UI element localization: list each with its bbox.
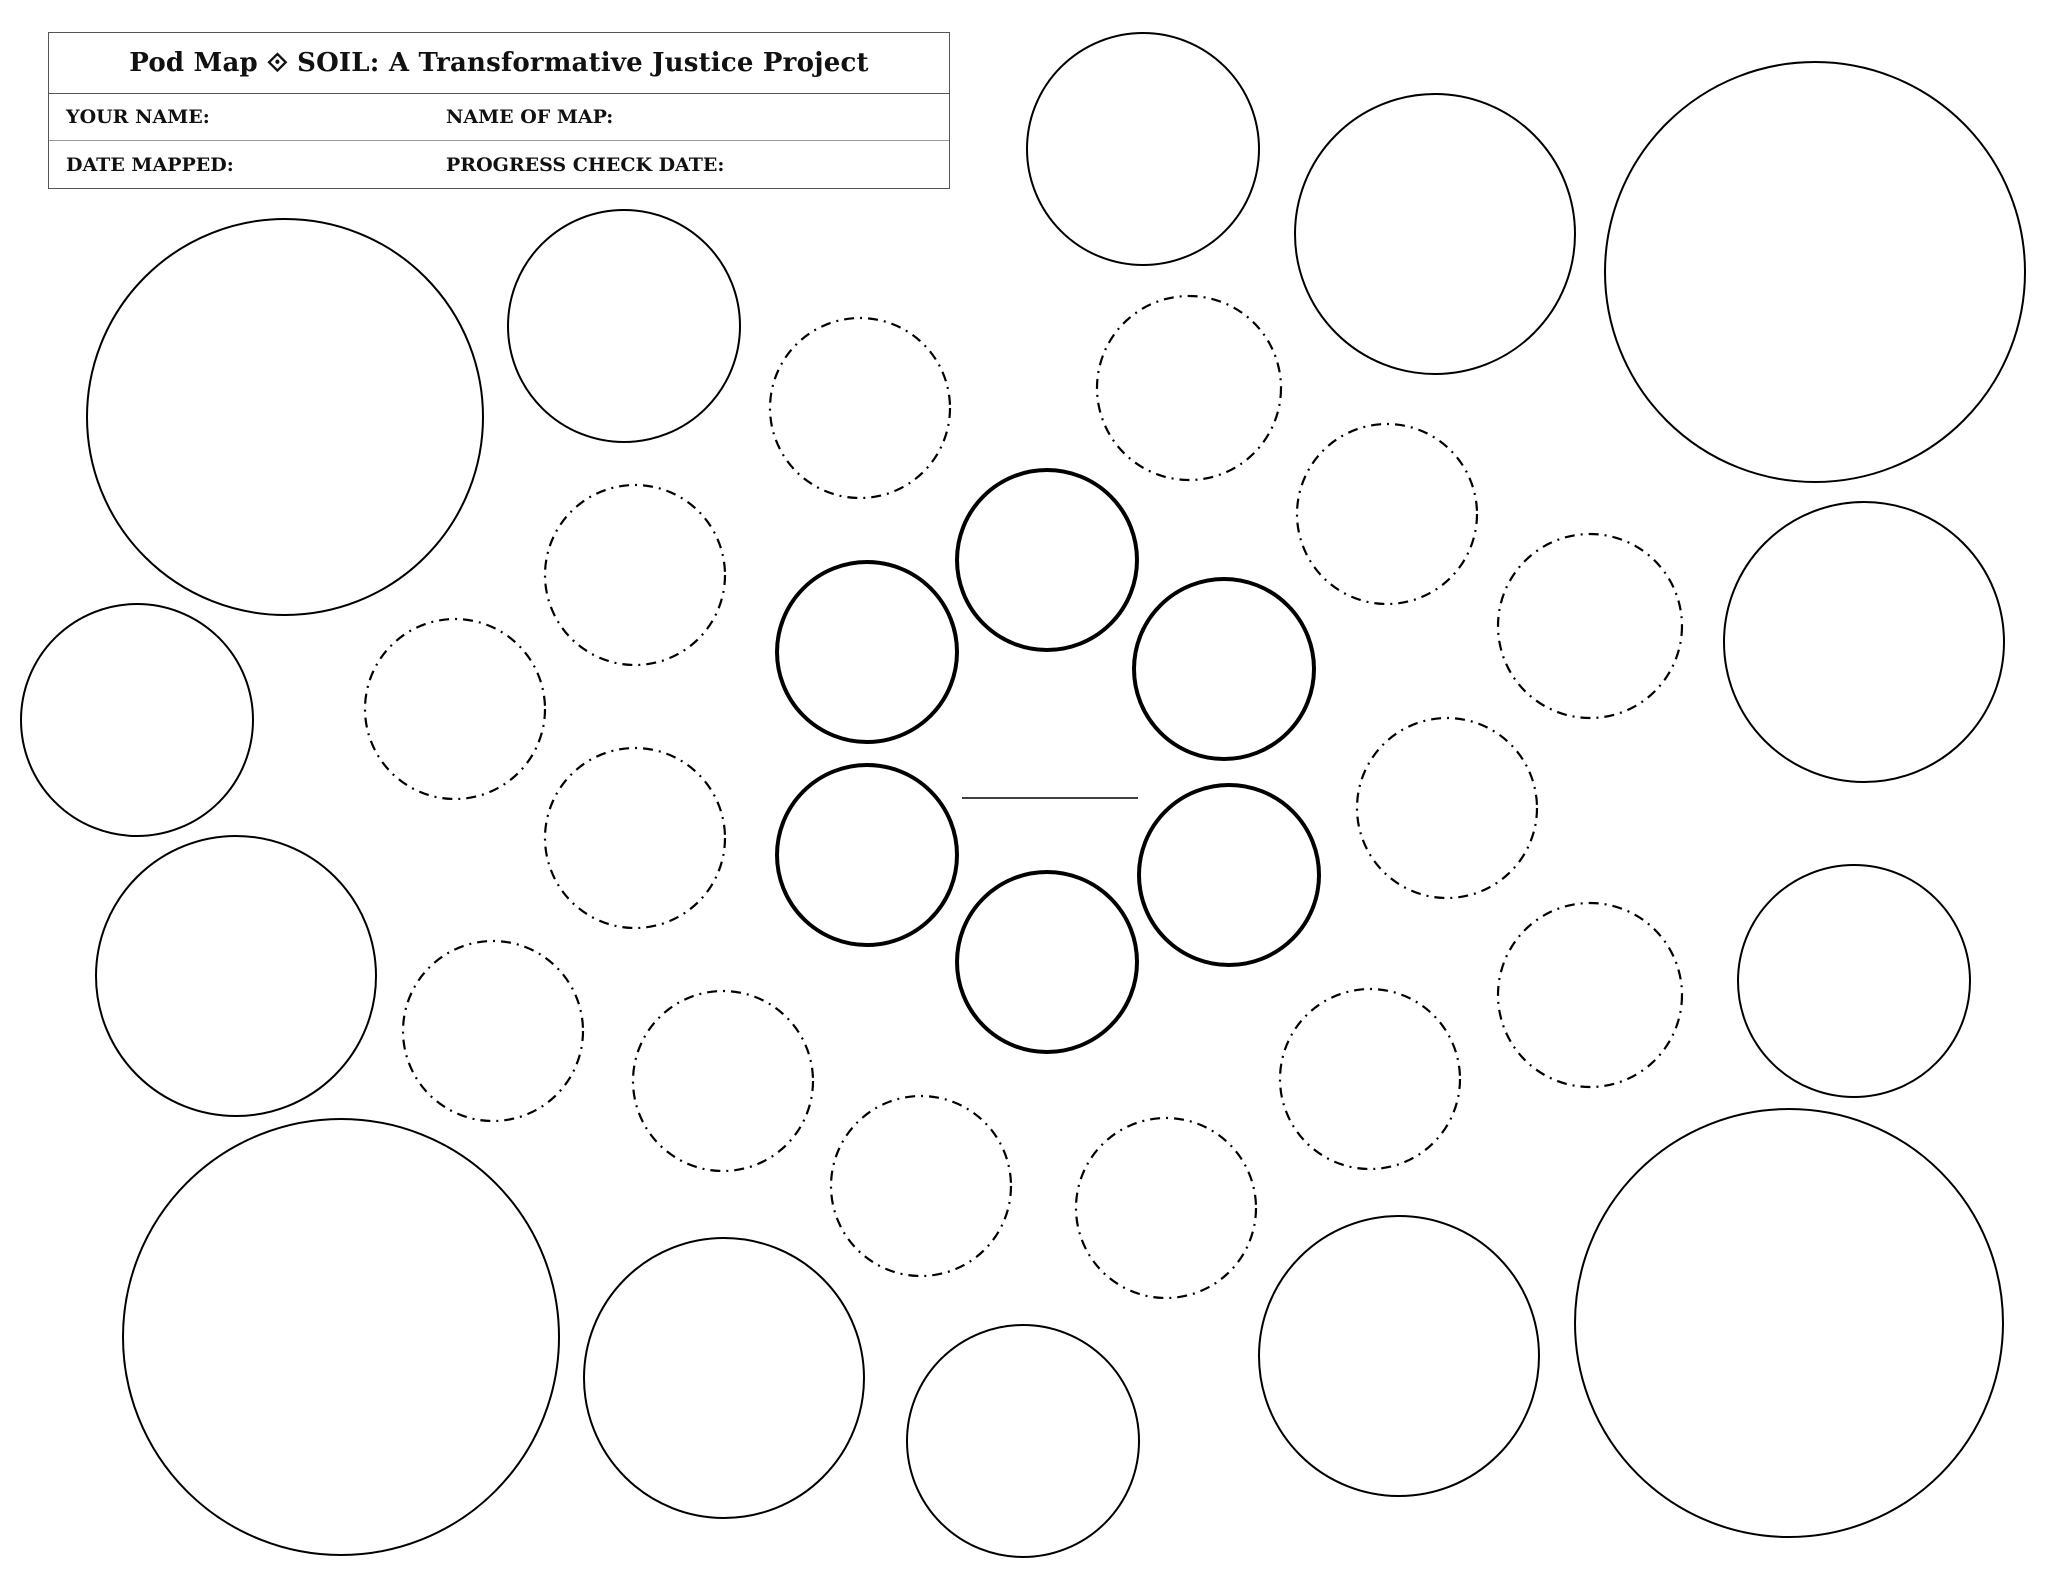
dashed-circle-10[interactable] — [401, 939, 585, 1123]
outer-circle-5[interactable] — [507, 209, 741, 443]
dashed-circle-9[interactable] — [1496, 901, 1684, 1089]
dashed-circle-1[interactable] — [768, 316, 952, 500]
date-mapped-field[interactable]: DATE MAPPED: — [66, 153, 234, 176]
header-row-1: YOUR NAME: NAME OF MAP: — [49, 94, 949, 141]
dashed-circle-12[interactable] — [631, 989, 815, 1173]
outer-circle-8[interactable] — [95, 835, 377, 1117]
inner-pod-circle-2[interactable] — [775, 560, 959, 744]
dashed-circle-6[interactable] — [363, 617, 547, 801]
outer-circle-14[interactable] — [1574, 1108, 2004, 1538]
dashed-circle-3[interactable] — [1295, 422, 1479, 606]
outer-circle-6[interactable] — [20, 603, 254, 837]
dashed-circle-14[interactable] — [1074, 1116, 1258, 1300]
inner-pod-circle-6[interactable] — [955, 870, 1139, 1054]
outer-circle-7[interactable] — [1723, 501, 2005, 783]
dashed-circle-2[interactable] — [1095, 294, 1283, 482]
outer-circle-12[interactable] — [906, 1324, 1140, 1558]
dashed-circle-8[interactable] — [1355, 716, 1539, 900]
name-of-map-field[interactable]: NAME OF MAP: — [446, 106, 614, 128]
dashed-circle-4[interactable] — [543, 483, 727, 667]
outer-circle-13[interactable] — [1258, 1215, 1540, 1497]
outer-circle-3[interactable] — [1604, 61, 2026, 483]
header-row-2: DATE MAPPED: PROGRESS CHECK DATE: — [49, 141, 949, 188]
inner-pod-circle-4[interactable] — [775, 763, 959, 947]
inner-pod-circle-5[interactable] — [1137, 783, 1321, 967]
page-title: Pod Map ⟐ SOIL: A Transformative Justice… — [49, 33, 949, 94]
dashed-circle-7[interactable] — [543, 746, 727, 930]
outer-circle-9[interactable] — [1737, 864, 1971, 1098]
outer-circle-4[interactable] — [86, 218, 484, 616]
inner-pod-circle-3[interactable] — [1132, 577, 1316, 761]
dashed-circle-11[interactable] — [1278, 987, 1462, 1171]
outer-circle-10[interactable] — [122, 1118, 560, 1556]
inner-pod-circle-1[interactable] — [955, 468, 1139, 652]
your-name-field[interactable]: YOUR NAME: — [66, 106, 210, 128]
outer-circle-2[interactable] — [1294, 93, 1576, 375]
outer-circle-11[interactable] — [583, 1237, 865, 1519]
outer-circle-1[interactable] — [1026, 32, 1260, 266]
dashed-circle-13[interactable] — [829, 1094, 1013, 1278]
progress-check-date-field[interactable]: PROGRESS CHECK DATE: — [446, 153, 725, 176]
header-box: Pod Map ⟐ SOIL: A Transformative Justice… — [48, 32, 950, 189]
dashed-circle-5[interactable] — [1496, 532, 1684, 720]
